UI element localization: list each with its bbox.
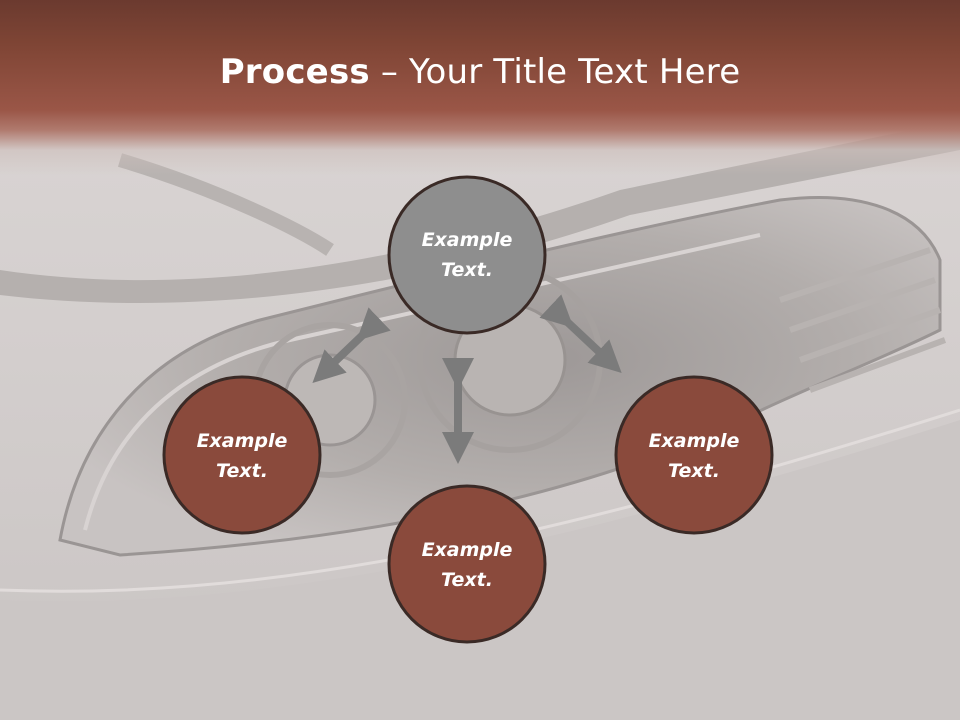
process-node-bottom: Example Text. bbox=[387, 484, 547, 644]
node-top-line2: Text. bbox=[441, 259, 493, 281]
node-right-line2: Text. bbox=[668, 460, 720, 482]
node-bottom-line1: Example bbox=[422, 539, 513, 561]
process-node-right: Example Text. bbox=[614, 375, 774, 535]
connector-top-right bbox=[539, 294, 622, 373]
node-left-line2: Text. bbox=[216, 460, 268, 482]
slide-title: Process – Your Title Text Here bbox=[0, 52, 960, 92]
process-node-top: Example Text. bbox=[387, 175, 547, 335]
node-right-line1: Example bbox=[649, 430, 740, 452]
title-rest-part: – Your Title Text Here bbox=[369, 52, 741, 92]
node-top-line1: Example bbox=[422, 229, 513, 251]
node-left-line1: Example bbox=[197, 430, 288, 452]
node-bottom-line2: Text. bbox=[441, 569, 493, 591]
connector-top-left bbox=[312, 307, 391, 384]
process-node-left: Example Text. bbox=[162, 375, 322, 535]
title-bold-part: Process bbox=[219, 52, 370, 92]
title-band bbox=[0, 0, 960, 175]
